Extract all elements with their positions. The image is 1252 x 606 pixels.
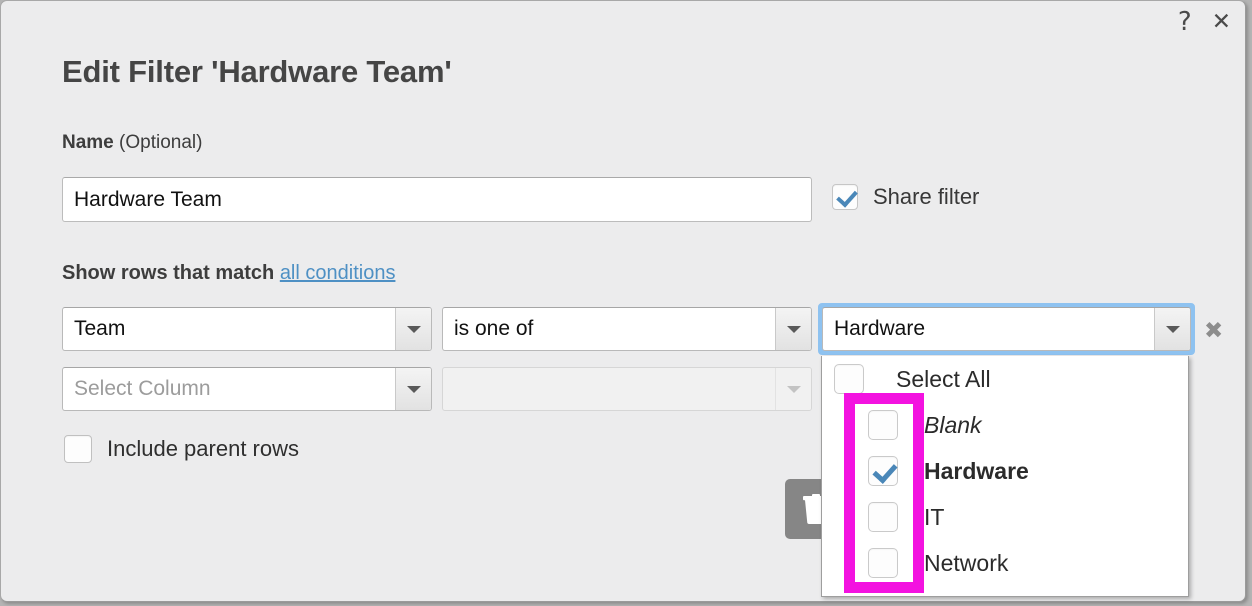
option-checkbox[interactable] bbox=[868, 502, 898, 532]
condition-2-column-placeholder: Select Column bbox=[74, 377, 211, 400]
select-all-checkbox[interactable] bbox=[834, 364, 864, 394]
condition-2-operator-select bbox=[442, 367, 812, 411]
remove-condition-icon[interactable]: ✖ bbox=[1204, 318, 1224, 344]
option-label: Blank bbox=[924, 411, 982, 438]
all-conditions-link[interactable]: all conditions bbox=[279, 262, 396, 284]
condition-1-column-select[interactable]: Team bbox=[62, 307, 432, 351]
show-rows-heading: Show rows that match all conditions bbox=[62, 262, 395, 285]
chevron-down-icon bbox=[775, 368, 811, 410]
dropdown-option-select-all[interactable]: Select All bbox=[822, 356, 1188, 402]
share-filter-row[interactable]: Share filter bbox=[832, 184, 979, 210]
chevron-down-icon[interactable] bbox=[395, 308, 431, 350]
dropdown-option-network[interactable]: Network bbox=[822, 540, 1188, 586]
include-parent-rows-label: Include parent rows bbox=[107, 436, 299, 461]
option-checkbox[interactable] bbox=[868, 410, 898, 440]
condition-1-value-focus-ring: Hardware bbox=[818, 303, 1195, 355]
option-checkbox[interactable] bbox=[868, 548, 898, 578]
help-icon[interactable]: ? bbox=[1177, 7, 1192, 37]
option-checkbox[interactable] bbox=[868, 456, 898, 486]
window-controls: ? ✕ bbox=[1178, 9, 1231, 35]
share-filter-label: Share filter bbox=[873, 184, 980, 209]
include-parent-rows-row[interactable]: Include parent rows bbox=[64, 435, 299, 463]
dropdown-option-hardware[interactable]: Hardware bbox=[822, 448, 1188, 494]
show-rows-text: Show rows that match bbox=[62, 262, 280, 284]
condition-1-value-select[interactable]: Hardware bbox=[822, 307, 1191, 351]
include-parent-rows-checkbox[interactable] bbox=[64, 435, 92, 463]
chevron-down-icon[interactable] bbox=[395, 368, 431, 410]
condition-2-column-select[interactable]: Select Column bbox=[62, 367, 432, 411]
name-field-label: Name (Optional) bbox=[62, 132, 202, 154]
name-label-bold: Name bbox=[62, 132, 114, 153]
close-icon[interactable]: ✕ bbox=[1211, 8, 1231, 35]
chevron-down-icon[interactable] bbox=[1154, 308, 1190, 350]
select-all-label: Select All bbox=[896, 365, 991, 392]
share-filter-checkbox[interactable] bbox=[832, 184, 858, 210]
condition-1-operator-select[interactable]: is one of bbox=[442, 307, 812, 351]
dropdown-option-it[interactable]: IT bbox=[822, 494, 1188, 540]
condition-1-value-text: Hardware bbox=[834, 317, 926, 340]
name-label-optional: (Optional) bbox=[113, 132, 203, 153]
condition-1-column-value: Team bbox=[74, 317, 126, 340]
condition-1-operator-value: is one of bbox=[454, 317, 534, 340]
value-dropdown-panel[interactable]: Select All Blank Hardware IT Network bbox=[821, 356, 1189, 597]
condition-2-operator-placeholder bbox=[443, 368, 775, 410]
chevron-down-icon[interactable] bbox=[775, 308, 811, 350]
dropdown-option-blank[interactable]: Blank bbox=[822, 402, 1188, 448]
option-label: Network bbox=[924, 549, 1009, 576]
filter-name-input[interactable] bbox=[62, 177, 812, 222]
option-label: Hardware bbox=[924, 457, 1029, 484]
dialog-title: Edit Filter 'Hardware Team' bbox=[62, 54, 452, 89]
option-label: IT bbox=[924, 503, 945, 530]
